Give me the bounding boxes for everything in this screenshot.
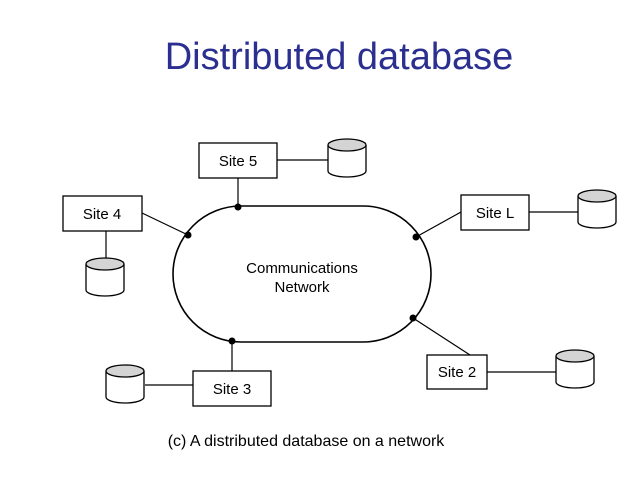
junction-dot [184,231,192,239]
site-3-box [192,370,272,407]
database-cylinder-icon [85,257,125,297]
junction-dot [412,233,420,241]
database-cylinder-icon [577,189,617,229]
database-cylinder-icon [327,138,367,178]
site-4-box [62,195,143,232]
site-l-label: Site L [476,205,514,222]
network-label-line1: Communications [246,260,358,277]
communications-network-ring [172,205,432,343]
database-cylinder-icon [105,364,145,404]
junction-dot [234,203,242,211]
site-3-label: Site 3 [213,381,251,398]
site-2-label: Site 2 [438,364,476,381]
site-5-box [198,142,278,179]
site-l-box [460,194,530,231]
site-4-label: Site 4 [83,206,121,223]
network-label-line2: Network [274,279,330,296]
junction-dot [228,337,236,345]
site-2-box [426,354,488,390]
database-cylinder-icon [555,349,595,389]
slide-title: Distributed database [164,36,514,78]
diagram-caption: (c) A distributed database on a network [168,433,446,450]
junction-dot [409,314,417,322]
connection-lines [105,159,578,386]
site-5-label: Site 5 [219,153,257,170]
